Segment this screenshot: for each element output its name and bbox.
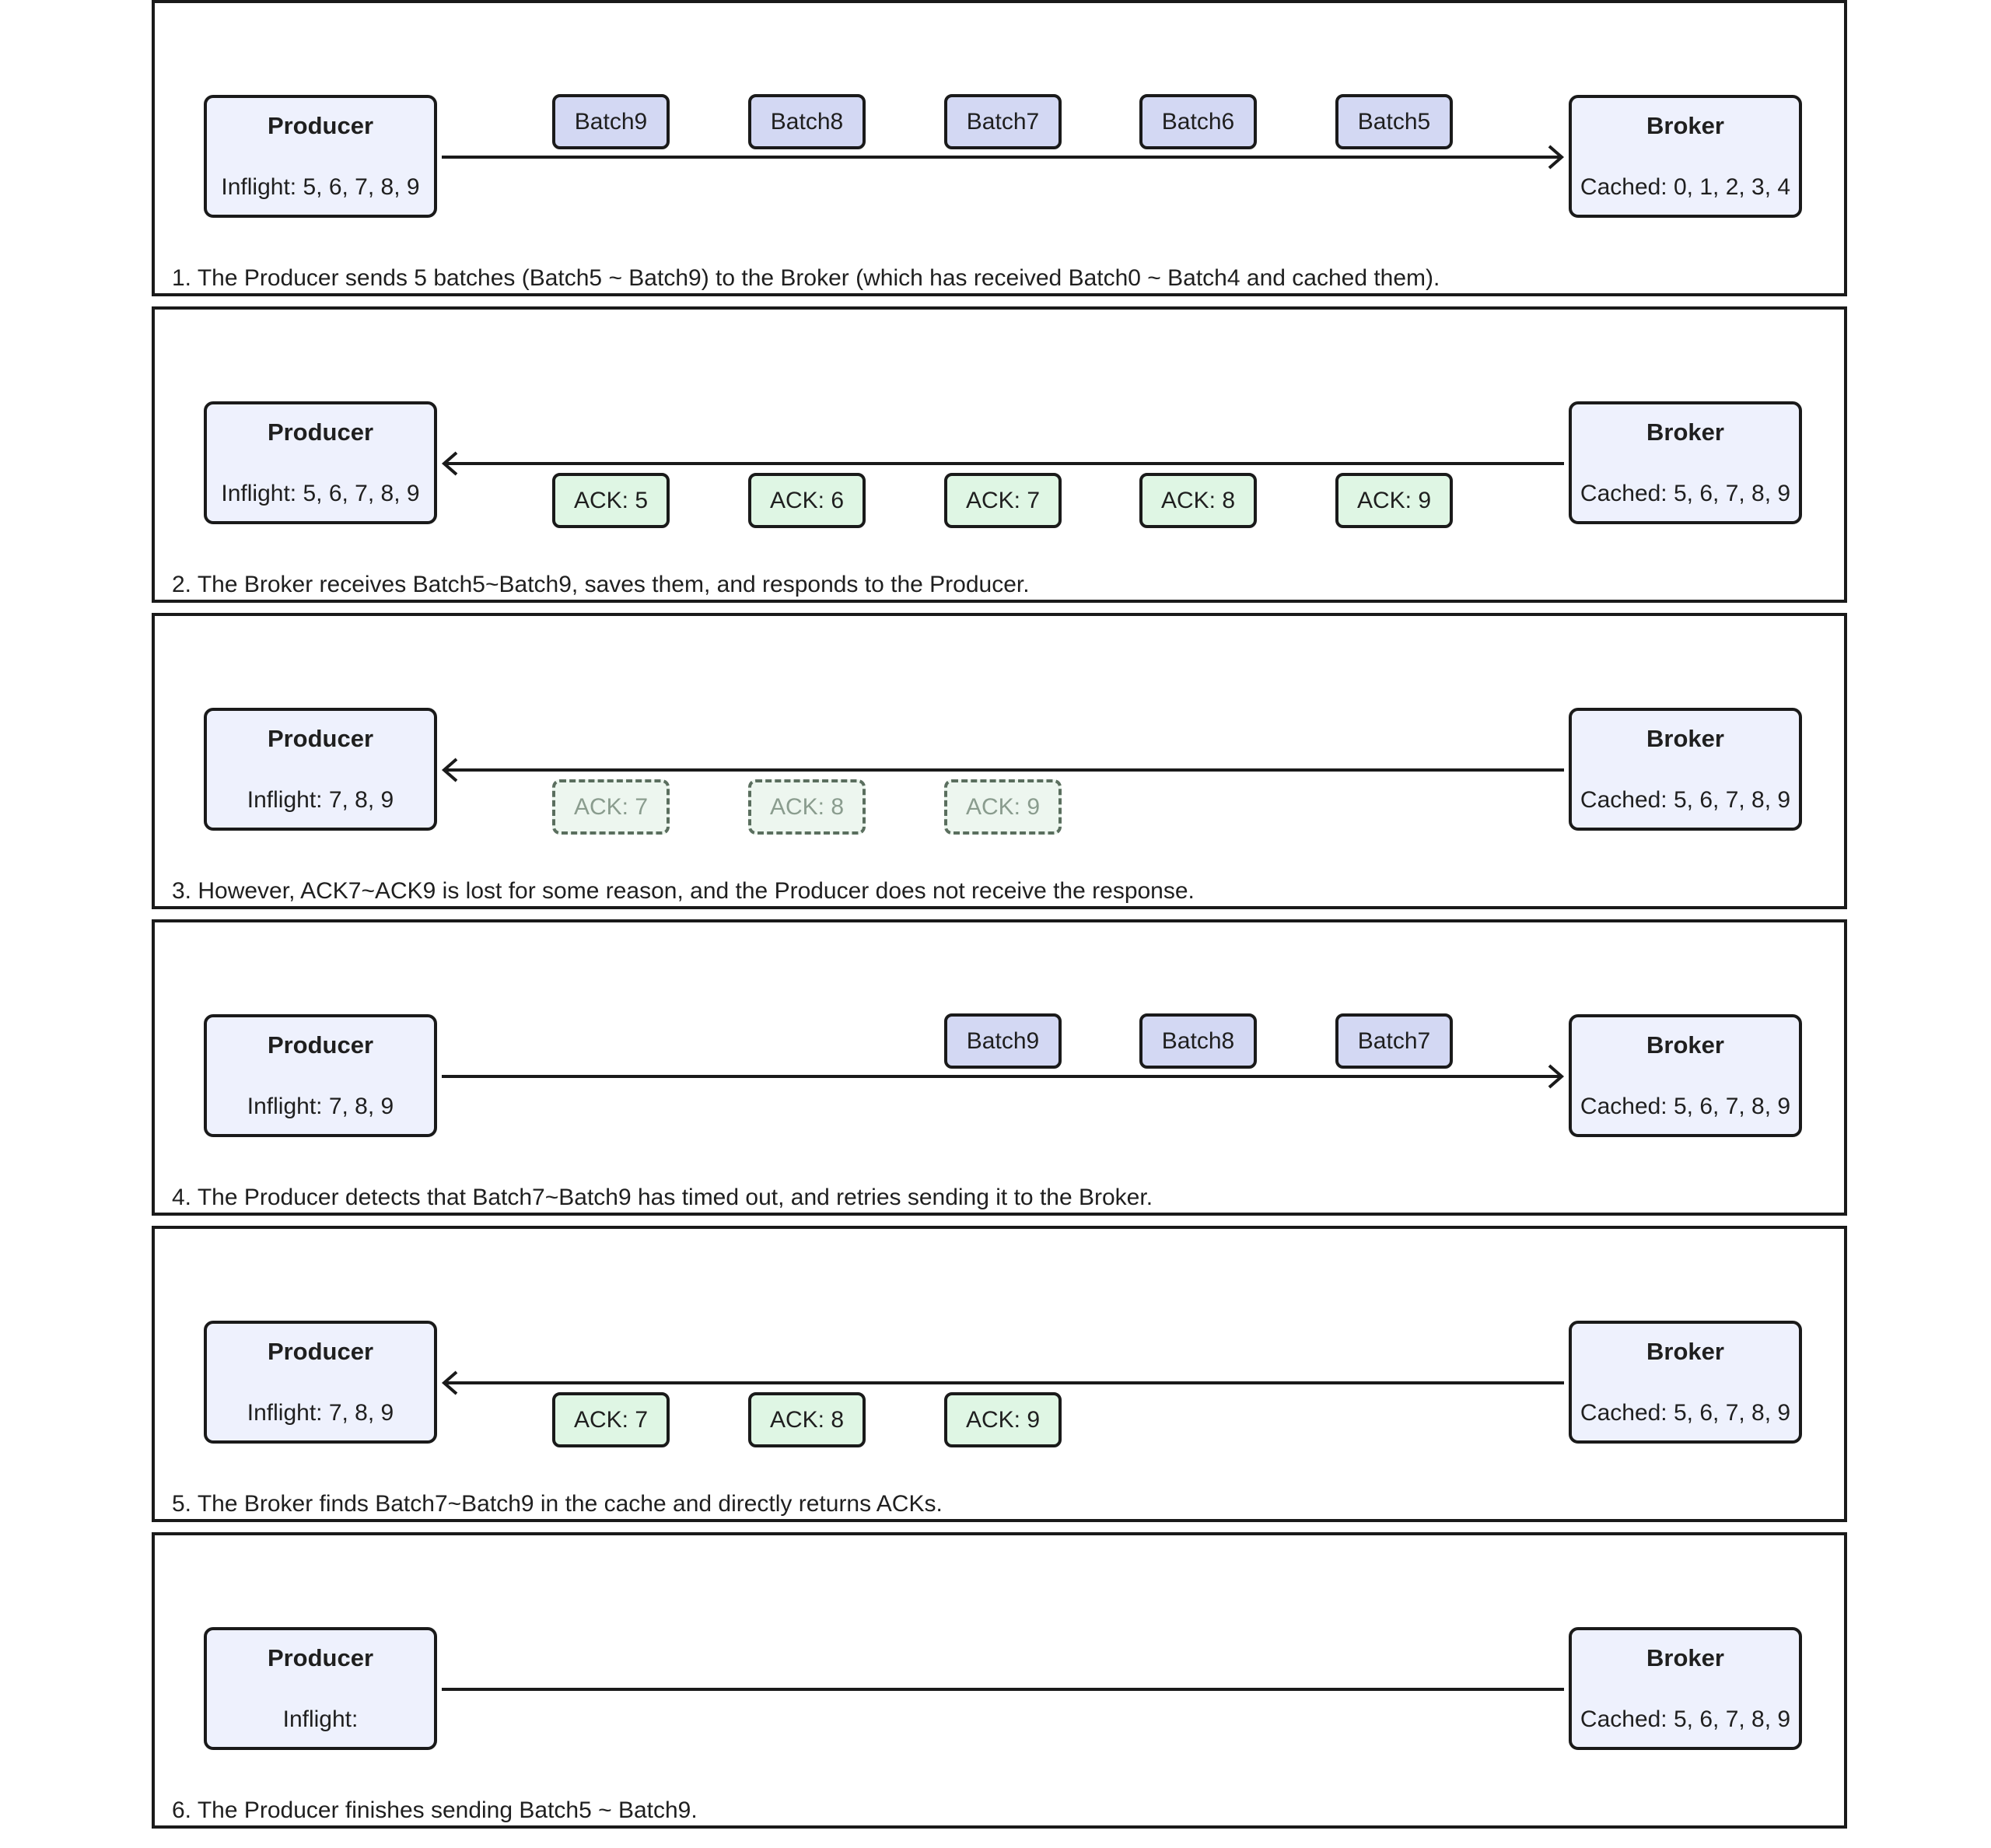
broker-title: Broker bbox=[1646, 1338, 1724, 1365]
producer-title: Producer bbox=[267, 112, 374, 139]
producer-inflight: Inflight: bbox=[282, 1706, 359, 1732]
producer-node: Producer Inflight: 5, 6, 7, 8, 9 bbox=[204, 401, 437, 524]
broker-title: Broker bbox=[1646, 1644, 1724, 1671]
arrow-to-broker bbox=[442, 1064, 1565, 1089]
broker-title: Broker bbox=[1646, 418, 1724, 446]
batch-chip: Batch6 bbox=[1139, 94, 1257, 149]
producer-inflight: Inflight: 7, 8, 9 bbox=[247, 1400, 394, 1426]
step-caption: 1. The Producer sends 5 batches (Batch5 … bbox=[172, 265, 1440, 291]
ack-chip: ACK: 8 bbox=[1139, 473, 1257, 528]
broker-cached: Cached: 5, 6, 7, 8, 9 bbox=[1580, 1094, 1791, 1119]
ack-chip: ACK: 9 bbox=[944, 1392, 1062, 1447]
producer-node: Producer Inflight: 7, 8, 9 bbox=[204, 1014, 437, 1137]
batch-chip: Batch7 bbox=[944, 94, 1062, 149]
step-caption: 6. The Producer finishes sending Batch5 … bbox=[172, 1797, 698, 1823]
step-6-panel: Producer Inflight: Broker Cached: 5, 6, … bbox=[152, 1532, 1847, 1829]
lost-ack-chip: ACK: 9 bbox=[944, 779, 1062, 835]
step-1-panel: Producer Inflight: 5, 6, 7, 8, 9 Batch9 … bbox=[152, 0, 1847, 296]
step-caption: 3. However, ACK7~ACK9 is lost for some r… bbox=[172, 878, 1195, 904]
broker-node: Broker Cached: 5, 6, 7, 8, 9 bbox=[1569, 1627, 1802, 1750]
producer-title: Producer bbox=[267, 1031, 374, 1059]
batch-chip: Batch9 bbox=[944, 1013, 1062, 1069]
step-4-panel: Producer Inflight: 7, 8, 9 Batch9 Batch8… bbox=[152, 919, 1847, 1216]
step-3-panel: Producer Inflight: 7, 8, 9 ACK: 7 ACK: 8… bbox=[152, 613, 1847, 909]
broker-title: Broker bbox=[1646, 725, 1724, 752]
broker-cached: Cached: 0, 1, 2, 3, 4 bbox=[1580, 174, 1791, 200]
step-caption: 5. The Broker finds Batch7~Batch9 in the… bbox=[172, 1491, 943, 1517]
producer-inflight: Inflight: 7, 8, 9 bbox=[247, 787, 394, 813]
ack-chip: ACK: 5 bbox=[552, 473, 670, 528]
broker-cached: Cached: 5, 6, 7, 8, 9 bbox=[1580, 1400, 1791, 1426]
step-5-panel: Producer Inflight: 7, 8, 9 ACK: 7 ACK: 8… bbox=[152, 1226, 1847, 1522]
connection-line bbox=[442, 1687, 1564, 1692]
ack-chip: ACK: 7 bbox=[552, 1392, 670, 1447]
broker-cached: Cached: 5, 6, 7, 8, 9 bbox=[1580, 1706, 1791, 1732]
producer-title: Producer bbox=[267, 725, 374, 752]
batch-chip: Batch5 bbox=[1335, 94, 1453, 149]
producer-node: Producer Inflight: 5, 6, 7, 8, 9 bbox=[204, 95, 437, 218]
producer-inflight: Inflight: 7, 8, 9 bbox=[247, 1094, 394, 1119]
step-2-panel: Producer Inflight: 5, 6, 7, 8, 9 ACK: 5 … bbox=[152, 306, 1847, 603]
batch-chip: Batch8 bbox=[748, 94, 866, 149]
producer-inflight: Inflight: 5, 6, 7, 8, 9 bbox=[221, 174, 420, 200]
broker-node: Broker Cached: 5, 6, 7, 8, 9 bbox=[1569, 708, 1802, 831]
batch-chip: Batch9 bbox=[552, 94, 670, 149]
broker-cached: Cached: 5, 6, 7, 8, 9 bbox=[1580, 481, 1791, 506]
arrow-to-producer bbox=[441, 758, 1564, 782]
ack-chip: ACK: 6 bbox=[748, 473, 866, 528]
producer-node: Producer Inflight: bbox=[204, 1627, 437, 1750]
producer-inflight: Inflight: 5, 6, 7, 8, 9 bbox=[221, 481, 420, 506]
broker-node: Broker Cached: 0, 1, 2, 3, 4 bbox=[1569, 95, 1802, 218]
ack-chip: ACK: 7 bbox=[944, 473, 1062, 528]
producer-title: Producer bbox=[267, 1644, 374, 1671]
producer-node: Producer Inflight: 7, 8, 9 bbox=[204, 1321, 437, 1444]
arrow-to-producer bbox=[441, 451, 1564, 476]
broker-node: Broker Cached: 5, 6, 7, 8, 9 bbox=[1569, 1014, 1802, 1137]
broker-title: Broker bbox=[1646, 112, 1724, 139]
lost-ack-chip: ACK: 7 bbox=[552, 779, 670, 835]
broker-cached: Cached: 5, 6, 7, 8, 9 bbox=[1580, 787, 1791, 813]
lost-ack-chip: ACK: 8 bbox=[748, 779, 866, 835]
ack-chip: ACK: 8 bbox=[748, 1392, 866, 1447]
batch-chip: Batch8 bbox=[1139, 1013, 1257, 1069]
producer-title: Producer bbox=[267, 1338, 374, 1365]
arrow-to-producer bbox=[441, 1370, 1564, 1395]
producer-node: Producer Inflight: 7, 8, 9 bbox=[204, 708, 437, 831]
broker-node: Broker Cached: 5, 6, 7, 8, 9 bbox=[1569, 1321, 1802, 1444]
producer-title: Producer bbox=[267, 418, 374, 446]
broker-node: Broker Cached: 5, 6, 7, 8, 9 bbox=[1569, 401, 1802, 524]
arrow-to-broker bbox=[442, 145, 1565, 170]
batch-chip: Batch7 bbox=[1335, 1013, 1453, 1069]
step-caption: 4. The Producer detects that Batch7~Batc… bbox=[172, 1185, 1153, 1210]
step-caption: 2. The Broker receives Batch5~Batch9, sa… bbox=[172, 572, 1030, 597]
broker-title: Broker bbox=[1646, 1031, 1724, 1059]
ack-chip: ACK: 9 bbox=[1335, 473, 1453, 528]
